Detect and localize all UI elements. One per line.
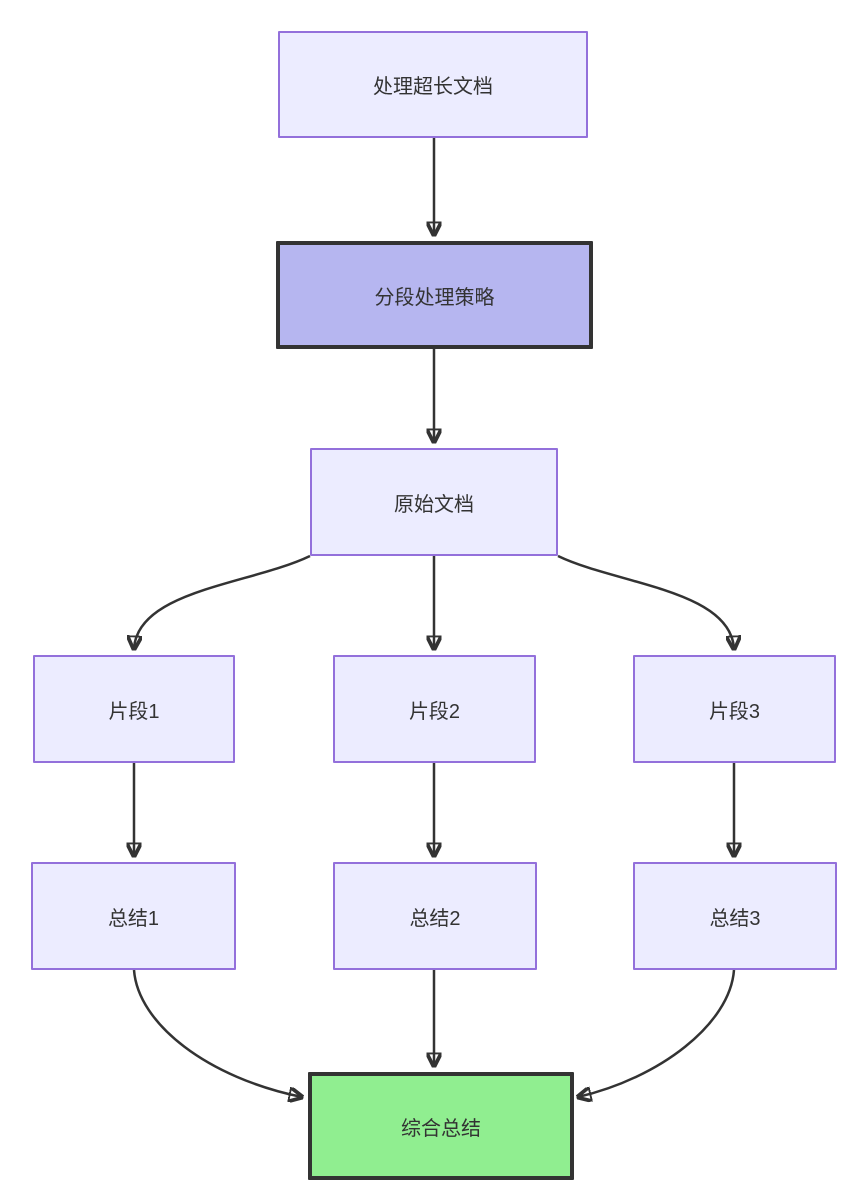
node-fragment-1: 片段1	[33, 655, 235, 763]
node-label: 总结2	[409, 907, 461, 930]
edge-C-D3	[557, 554, 734, 649]
node-segmentation-strategy: 分段处理策略	[276, 241, 593, 349]
node-summary-2: 总结2	[333, 862, 537, 970]
node-label: 总结3	[709, 907, 761, 930]
node-label: 处理超长文档	[373, 76, 493, 98]
node-label: 分段处理策略	[374, 286, 495, 309]
node-handle-long-document: 处理超长文档	[278, 31, 588, 138]
node-label: 原始文档	[394, 493, 474, 516]
node-label: 片段2	[408, 700, 461, 723]
edge-E3-F	[578, 969, 736, 1097]
node-label: 总结1	[107, 907, 160, 930]
node-final-summary: 综合总结	[308, 1072, 574, 1180]
node-label: 片段1	[108, 700, 160, 723]
edge-C-D1	[134, 554, 311, 649]
node-label: 综合总结	[401, 1117, 481, 1140]
node-fragment-2: 片段2	[333, 655, 536, 763]
node-original-document: 原始文档	[310, 448, 558, 556]
node-summary-1: 总结1	[31, 862, 236, 970]
node-fragment-3: 片段3	[633, 655, 836, 763]
edge-E1-F	[132, 969, 302, 1097]
node-label: 片段3	[708, 700, 761, 723]
node-summary-3: 总结3	[633, 862, 837, 970]
